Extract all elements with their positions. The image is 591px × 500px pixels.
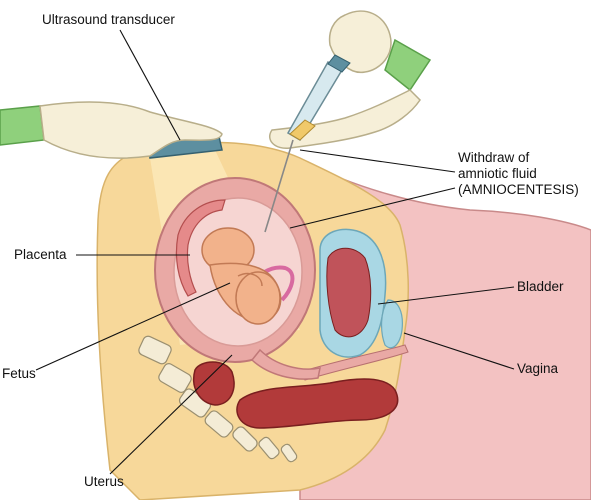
cervix [250,348,321,380]
label-vagina: Vagina [517,361,559,376]
rectum [193,361,235,406]
label-placenta: Placenta [14,247,67,262]
label-uterus: Uterus [84,474,124,489]
pubic-bone [381,299,403,349]
placenta-shape [175,199,226,297]
leader-lines [35,29,515,475]
vaginal-canal [299,344,409,381]
label-fetus: Fetus [2,366,36,381]
left-hand [0,101,223,159]
fetus-shape [201,227,282,325]
bladder-inner [326,247,372,338]
label-withdraw-line1: Withdraw of [458,150,530,165]
label-withdraw-amniotic-fluid: Withdraw of amniotic fluid (AMNIOCENTESI… [458,150,590,198]
label-withdraw-line3: (AMNIOCENTESIS) [458,182,579,197]
label-ultrasound-transducer: Ultrasound transducer [42,12,175,27]
label-bladder: Bladder [517,279,564,294]
label-withdraw-line2: amniotic fluid [458,166,537,181]
syringe [264,54,351,233]
colon [236,378,399,429]
